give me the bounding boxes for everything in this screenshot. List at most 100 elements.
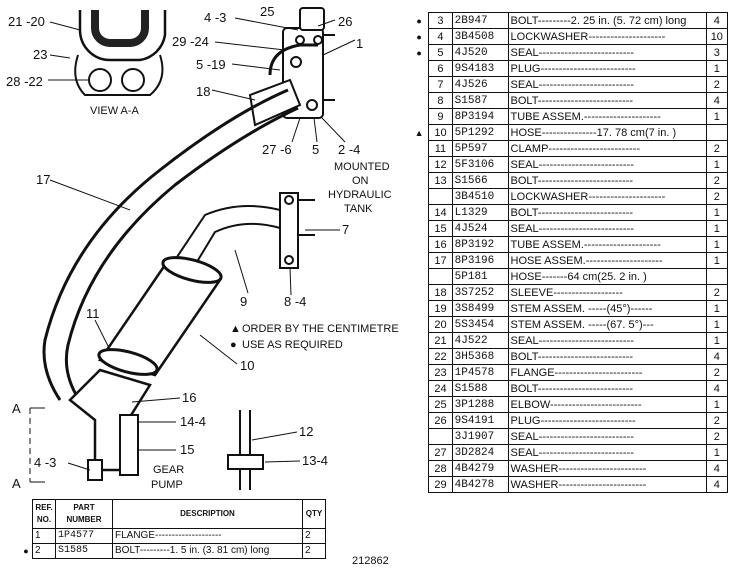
callout-29-24: 29 -24 — [172, 34, 209, 49]
parts-pn: 4B4278 — [451, 476, 509, 493]
parts-desc: HOSE-------64 cm(25. 2 in. ) — [507, 268, 707, 285]
parts-ref — [428, 188, 453, 205]
legend-required: USE AS REQUIRED — [242, 339, 343, 351]
parts-ref: 9 — [428, 108, 453, 125]
parts-desc: SLEEVE------------------- — [507, 284, 707, 301]
parts-ref: 6 — [428, 60, 453, 77]
parts-desc: PLUG-------------------------- — [507, 60, 707, 77]
parts-pn: 3S7252 — [451, 284, 509, 301]
parts-ref: 13 — [428, 172, 453, 189]
parts-qty: 2 — [705, 76, 729, 93]
parts-pn: 5S3454 — [451, 316, 509, 333]
parts-qty: 2 — [705, 172, 729, 189]
parts-desc: HOSE---------------17. 78 cm(7 in. ) — [507, 124, 707, 141]
callout-13-4: 13-4 — [302, 453, 328, 468]
mark-cell — [410, 189, 429, 205]
parts-pn: 8P3192 — [451, 236, 509, 253]
parts-ref: 19 — [428, 300, 453, 317]
parts-ref: 21 — [428, 332, 453, 349]
figure-number: 212862 — [352, 555, 389, 567]
parts-pn: S1588 — [451, 380, 509, 397]
parts-desc: BOLT-------------------------- — [507, 172, 707, 189]
parts-pn: 8P3196 — [451, 252, 509, 269]
parts-qty: 1 — [705, 252, 729, 269]
dot-icon: ● — [416, 31, 422, 42]
mounted-label-4: TANK — [344, 203, 373, 215]
mark-cell — [410, 269, 429, 285]
parts-ref — [428, 268, 453, 285]
callout-12: 12 — [299, 424, 313, 439]
parts-desc: ELBOW------------------------- — [507, 396, 707, 413]
callout-8-4: 8 -4 — [284, 294, 306, 309]
parts-qty: 2 — [705, 140, 729, 157]
parts-qty: 1 — [705, 108, 729, 125]
parts-desc: CLAMP------------------------- — [507, 140, 707, 157]
parts-pn: 4J526 — [451, 76, 509, 93]
parts-pn: 4J522 — [451, 332, 509, 349]
parts-ref: 17 — [428, 252, 453, 269]
parts-desc: BOLT-------------------------- — [507, 348, 707, 365]
parts-desc: FLANGE------------------------ — [507, 364, 707, 381]
bottom-parts-pn: S1585 — [55, 543, 113, 559]
callout-28-22: 28 -22 — [6, 74, 43, 89]
bottom-parts-desc: FLANGE-------------------- — [112, 528, 303, 544]
parts-ref: 16 — [428, 236, 453, 253]
callout-5b: 5 — [312, 142, 319, 157]
callout-4-3-top: 4 -3 — [204, 10, 226, 25]
parts-qty — [705, 124, 729, 141]
col-mark — [20, 500, 33, 529]
callout-11: 11 — [86, 306, 100, 321]
legend-centimetre: ORDER BY THE CENTIMETRE — [242, 323, 399, 335]
parts-desc: SEAL-------------------------- — [507, 444, 707, 461]
parts-ref: 3 — [428, 12, 453, 29]
mark-cell — [410, 109, 429, 125]
parts-desc: STEM ASSEM. -----(67. 5°)--- — [507, 316, 707, 333]
mark-cell — [410, 461, 429, 477]
col-part: PART NUMBER — [55, 499, 113, 529]
parts-desc: LOCKWASHER--------------------- — [507, 28, 707, 45]
parts-ref — [428, 428, 453, 445]
parts-pn: S1566 — [451, 172, 509, 189]
dot-icon: ● — [416, 15, 422, 26]
parts-desc: BOLT-------------------------- — [507, 380, 707, 397]
legend: ▲ ORDER BY THE CENTIMETRE ● USE AS REQUI… — [230, 323, 399, 351]
view-aa-flange — [74, 10, 167, 96]
parts-ref: 15 — [428, 220, 453, 237]
mark-cell — [410, 205, 429, 221]
callout-4-3-bottom: 4 -3 — [34, 455, 56, 470]
parts-qty: 4 — [705, 476, 729, 493]
mark-cell — [410, 93, 429, 109]
parts-pn: 5P597 — [451, 140, 509, 157]
parts-pn: 3J1907 — [451, 428, 509, 445]
parts-pn: 5P1292 — [451, 124, 509, 141]
parts-pn: 4B4279 — [451, 460, 509, 477]
section-a-top: A — [12, 401, 21, 416]
parts-desc: TUBE ASSEM.--------------------- — [507, 108, 707, 125]
mark-cell — [410, 301, 429, 317]
dot-icon: ● — [23, 546, 29, 556]
parts-qty: 1 — [705, 300, 729, 317]
col-qty: QTY — [302, 499, 326, 529]
parts-qty: 2 — [705, 412, 729, 429]
callout-26: 26 — [338, 14, 352, 29]
bottom-parts-desc: BOLT---------1. 5 in. (3. 81 cm) long — [112, 543, 303, 559]
callout-10: 10 — [240, 358, 254, 373]
parts-ref: 12 — [428, 156, 453, 173]
gear-label: GEAR — [153, 464, 184, 476]
callout-5-19: 5 -19 — [196, 57, 226, 72]
parts-pn: 9S4191 — [451, 412, 509, 429]
parts-qty: 4 — [705, 92, 729, 109]
mark-cell — [410, 317, 429, 333]
callout-9: 9 — [240, 294, 247, 309]
parts-qty: 1 — [705, 220, 729, 237]
parts-pn: 3H5368 — [451, 348, 509, 365]
mark-cell — [410, 237, 429, 253]
